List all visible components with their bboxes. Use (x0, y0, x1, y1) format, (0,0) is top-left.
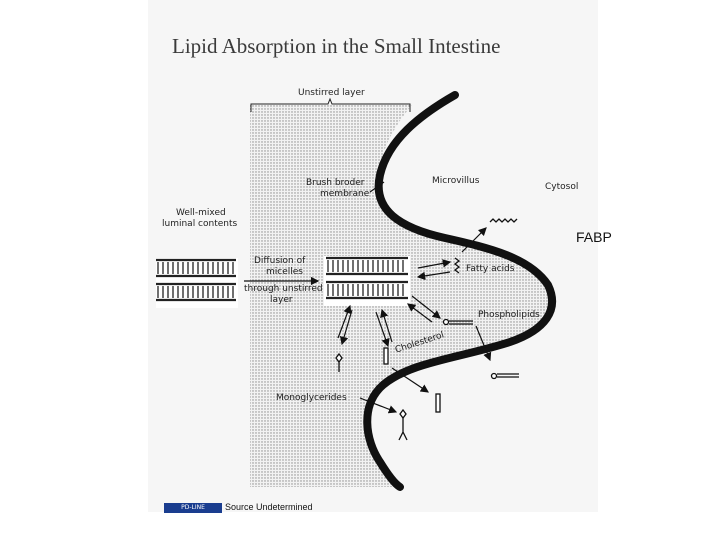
phospholipid-cytosol-icon (492, 374, 520, 379)
diffusion-label: Diffusion of (254, 256, 305, 266)
well-mixed-label: Well-mixed (176, 208, 226, 218)
fabp-annotation: FABP (576, 229, 612, 245)
cholesterol-cytosol-icon (436, 394, 440, 412)
monoglyceride-cytosol-icon (399, 410, 407, 440)
phospholipids-label: Phospholipids (478, 310, 540, 320)
well-mixed-label-2: luminal contents (162, 219, 237, 229)
cytosol-label: Cytosol (545, 182, 578, 192)
diffusion-label-3: through unstirred (244, 284, 323, 294)
brush-border-label-2: membrane (320, 189, 369, 199)
monoglycerides-label: Monoglycerides (276, 393, 347, 403)
micelle-luminal (156, 258, 238, 308)
unstirred-layer-label: Unstirred layer (298, 88, 365, 98)
diffusion-label-4: layer (270, 295, 293, 305)
micelle-unstirred (324, 256, 410, 306)
page-title: Lipid Absorption in the Small Intestine (172, 34, 500, 59)
diffusion-label-2: micelles (266, 267, 303, 277)
microvillus-label: Microvillus (432, 176, 479, 186)
source-caption: Source Undetermined (225, 502, 313, 512)
cholesterol-icon (384, 348, 388, 364)
fatty-acids-label: Fatty acids (466, 264, 514, 274)
brush-border-label: Brush broder (306, 178, 365, 188)
source-logo[interactable]: PD-LINE (164, 503, 222, 513)
fatty-acid-cytosol-icon (490, 219, 517, 222)
